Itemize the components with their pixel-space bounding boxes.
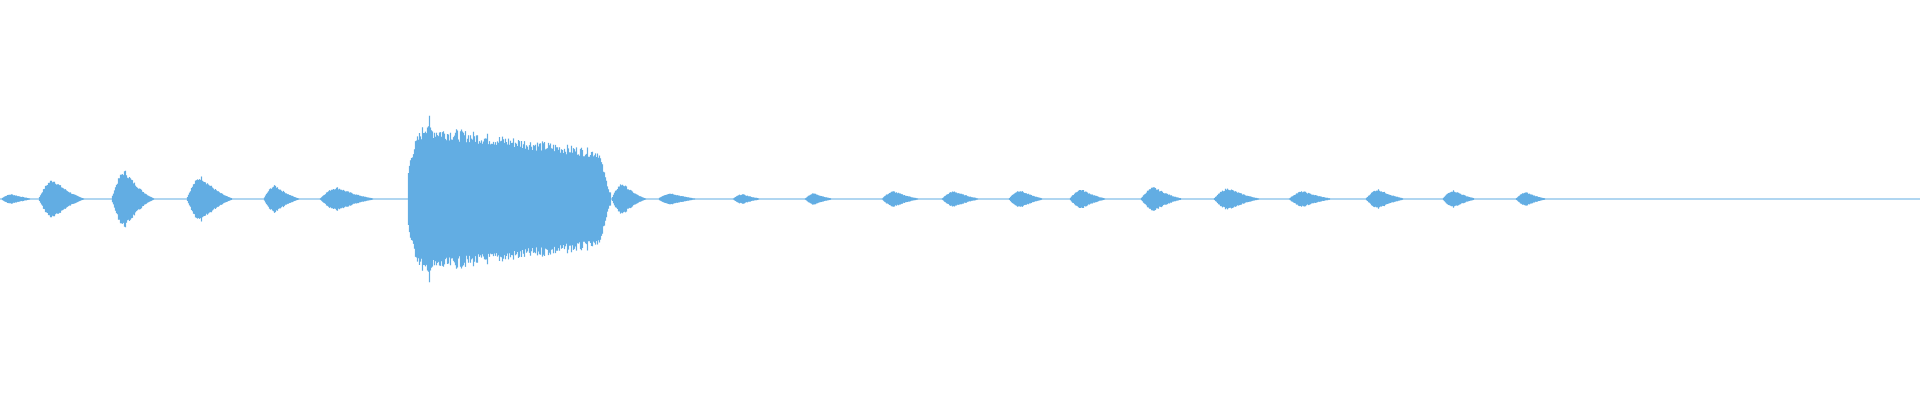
waveform-path [1,115,1546,283]
waveform-bars [1,115,1546,283]
